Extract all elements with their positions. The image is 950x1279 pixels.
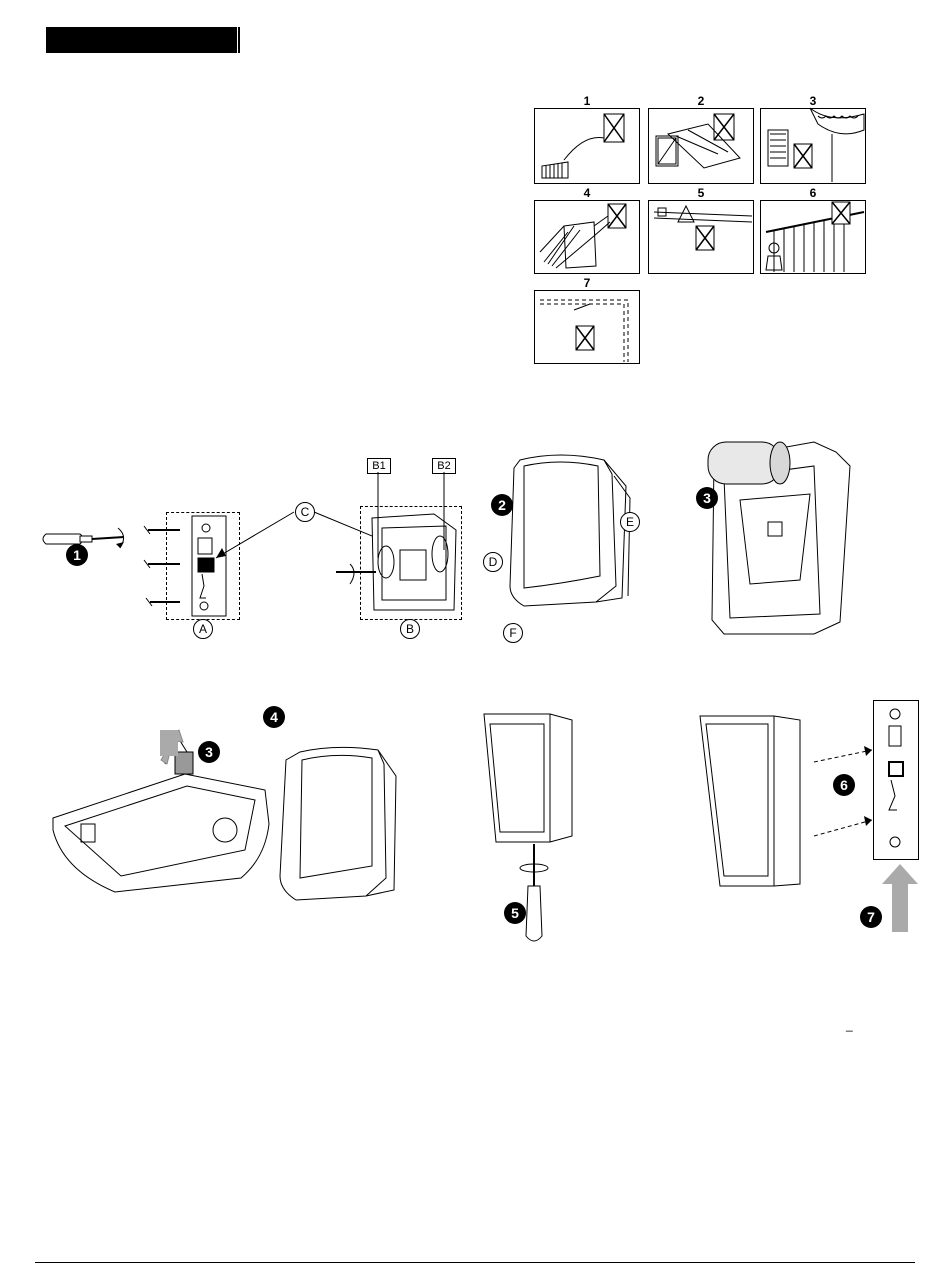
- location-panel-1: 1: [534, 94, 640, 186]
- callout-e: E: [620, 512, 640, 532]
- step-6-marker: 6: [833, 774, 855, 796]
- header-bar: [46, 27, 237, 53]
- step-3b-marker: 3: [198, 741, 220, 763]
- location-panel-6: 6: [760, 186, 866, 276]
- callout-b-leaders: [370, 472, 470, 562]
- detector-closed-illustration: [270, 740, 410, 910]
- panel-1-illustration: [534, 94, 640, 186]
- location-panel-3: 3: [760, 94, 866, 186]
- detector-front-illustration: [500, 446, 640, 616]
- step-3-marker: 3: [696, 487, 718, 509]
- stray-mark: _: [846, 1018, 853, 1032]
- step-4-marker: 4: [263, 706, 285, 728]
- panel-6-illustration: [760, 186, 866, 276]
- panel-4-illustration: [534, 186, 640, 276]
- panel-2-illustration: [648, 94, 754, 186]
- location-panel-5: 5: [648, 186, 754, 276]
- detector-side-screw-illustration: [478, 706, 588, 946]
- step-5-marker: 5: [504, 902, 526, 924]
- step-1-marker: 1: [66, 544, 88, 566]
- location-panel-4: 4: [534, 186, 640, 276]
- detector-open-battery-illustration: [690, 430, 860, 640]
- panel-5-illustration: [648, 186, 754, 276]
- step-2-marker: 2: [491, 494, 513, 516]
- callout-d: D: [483, 552, 503, 572]
- callout-a: A: [193, 619, 213, 639]
- callout-f: F: [503, 623, 523, 643]
- panel-3-illustration: [760, 94, 866, 186]
- step-7-marker: 7: [860, 906, 882, 928]
- panel-7-illustration: [534, 276, 640, 366]
- push-up-arrow: [880, 864, 920, 934]
- detector-base-illustration: [45, 730, 285, 910]
- location-panel-2: 2: [648, 94, 754, 186]
- callout-b: B: [400, 619, 420, 639]
- footer-rule: [35, 1262, 915, 1263]
- pull-arrow: [160, 730, 178, 756]
- location-panel-7: 7: [534, 276, 640, 366]
- wall-bracket-illustration: [873, 700, 917, 860]
